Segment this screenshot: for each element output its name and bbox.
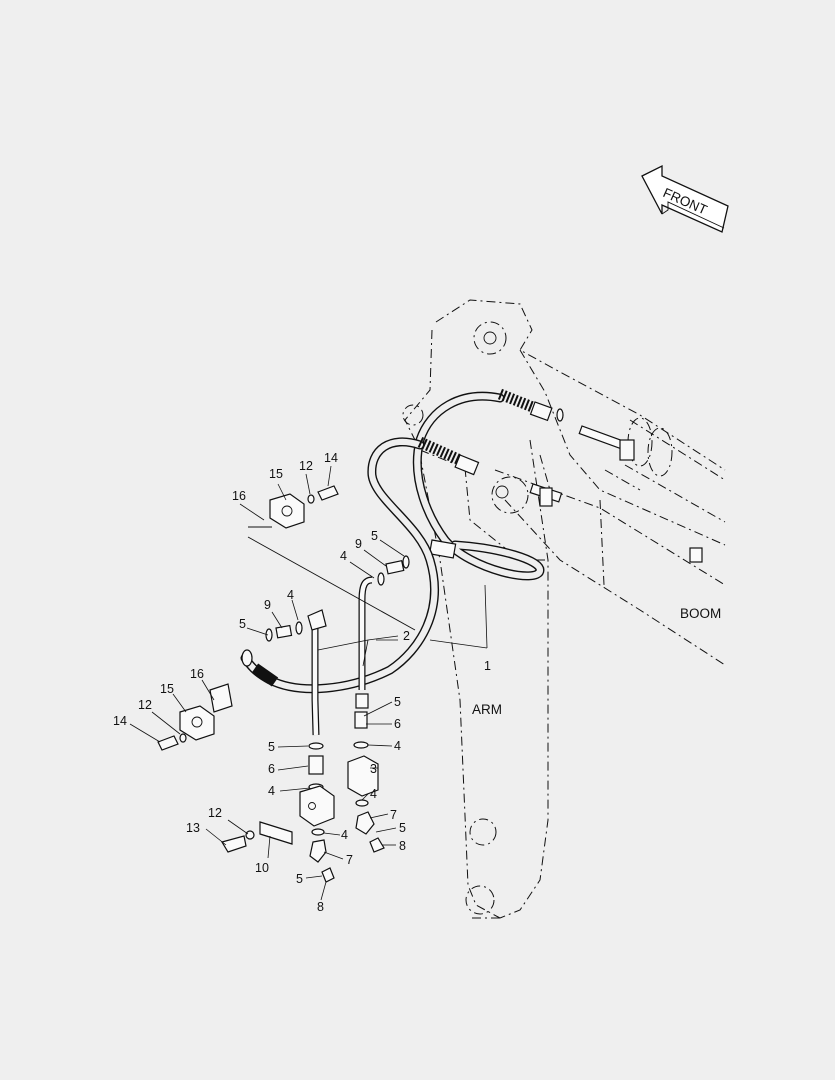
- upper-fitting-sets: [265, 555, 410, 642]
- callout-13: 13: [186, 821, 200, 835]
- bolt-block-set: [221, 821, 293, 853]
- callout-5: 5: [239, 617, 246, 631]
- callout-4: 4: [340, 549, 347, 563]
- front-arrow-icon: FRONT: [641, 164, 729, 233]
- callout-4: 4: [341, 828, 348, 842]
- callout-5: 5: [268, 740, 275, 754]
- hose-assembly-1: [412, 388, 564, 581]
- callout-4: 4: [268, 784, 275, 798]
- callout-10: 10: [255, 861, 269, 875]
- callout-9: 9: [264, 598, 271, 612]
- callout-leaders: [129, 465, 488, 901]
- callout-7: 7: [390, 808, 397, 822]
- callout-16: 16: [190, 667, 204, 681]
- callout-5: 5: [296, 872, 303, 886]
- callout-4: 4: [287, 588, 294, 602]
- callout-8: 8: [317, 900, 324, 914]
- callout-8: 8: [399, 839, 406, 853]
- callout-15: 15: [160, 682, 174, 696]
- right-fitting-stack: [347, 711, 385, 853]
- callout-5: 5: [394, 695, 401, 709]
- lower-clamp-set: [157, 683, 233, 751]
- callout-1: 1: [484, 659, 491, 673]
- steel-pipes-2: [307, 576, 373, 736]
- boom-label: BOOM: [680, 606, 721, 621]
- callout-5: 5: [399, 821, 406, 835]
- callout-7: 7: [346, 853, 353, 867]
- callout-12: 12: [138, 698, 152, 712]
- arm-label: ARM: [472, 702, 502, 717]
- callout-12: 12: [208, 806, 222, 820]
- callout-9: 9: [355, 537, 362, 551]
- callout-16: 16: [232, 489, 246, 503]
- upper-clamp-set: [247, 485, 416, 631]
- callout-3: 3: [370, 762, 377, 776]
- boom-arm-structure: [402, 299, 726, 919]
- callout-2: 2: [403, 629, 410, 643]
- callout-5: 5: [371, 529, 378, 543]
- callouts: 1 2 3 4 4 4 4 4 4 5 5 5 5 5 5 6 6 7 7 8 …: [113, 451, 491, 914]
- callout-4: 4: [370, 787, 377, 801]
- left-fitting-stack: [299, 742, 335, 883]
- hose-assembly-2: [240, 436, 480, 694]
- callout-14: 14: [113, 714, 127, 728]
- callout-15: 15: [269, 467, 283, 481]
- callout-6: 6: [268, 762, 275, 776]
- callout-14: 14: [324, 451, 338, 465]
- callout-12: 12: [299, 459, 313, 473]
- boom-pipe-fittings: [529, 425, 703, 563]
- callout-4: 4: [394, 739, 401, 753]
- callout-6: 6: [394, 717, 401, 731]
